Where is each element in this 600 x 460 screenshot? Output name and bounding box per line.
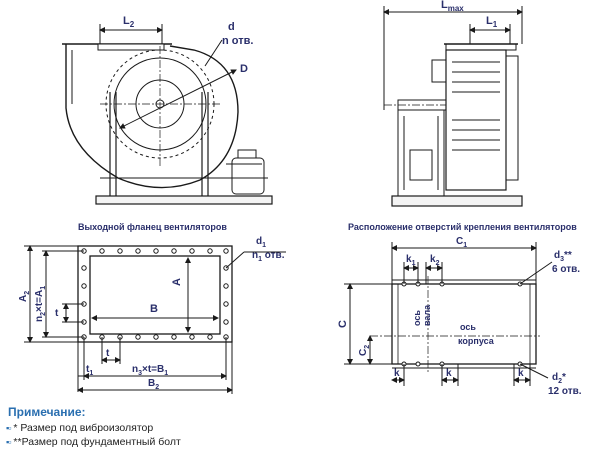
mounting-base-plan bbox=[344, 242, 553, 386]
caption-outlet-flange: Выходной фланец вентиляторов bbox=[78, 222, 227, 232]
label-12-holes: 12 отв. bbox=[548, 386, 582, 397]
note-line-1: * Размер под виброизолятор bbox=[13, 422, 154, 434]
note-vibration-isolator: ▪▫* Размер под виброизолятор bbox=[6, 422, 153, 434]
label-axis-body-1: ось bbox=[460, 322, 476, 332]
label-n-holes: n отв. bbox=[222, 35, 253, 47]
label-k-b: k bbox=[446, 368, 452, 379]
label-t-left: t bbox=[55, 308, 59, 319]
caption-mounting-holes: Расположение отверстий крепления вентиля… bbox=[348, 222, 577, 232]
bullet-icon: ▪▫ bbox=[6, 423, 11, 433]
note-line-2: **Размер под фундаментный болт bbox=[13, 436, 181, 448]
label-n1-holes: n1 отв. bbox=[252, 250, 285, 263]
flange-plan-view bbox=[24, 245, 286, 394]
label-D: D bbox=[240, 63, 248, 75]
label-d: d bbox=[228, 21, 235, 33]
label-L1: L1 bbox=[486, 15, 498, 29]
bullet-icon: ▪▫ bbox=[6, 437, 11, 447]
label-B2: B2 bbox=[148, 378, 159, 391]
label-C2: C2 bbox=[358, 345, 371, 356]
notes-title: Примечание: bbox=[8, 405, 86, 419]
label-k2: k2 bbox=[430, 254, 440, 267]
label-axis-valve-2: вала bbox=[422, 304, 432, 326]
fan-side-view bbox=[62, 24, 273, 205]
label-d3: d3** bbox=[554, 250, 572, 263]
label-L2: L2 bbox=[123, 15, 135, 29]
note-foundation-bolt: ▪▫**Размер под фундаментный болт bbox=[6, 436, 181, 448]
label-A: A bbox=[171, 278, 183, 286]
label-C: C bbox=[337, 320, 349, 328]
label-t1: t1 bbox=[86, 364, 93, 377]
label-Lmax: Lmax bbox=[441, 0, 464, 13]
fan-front-view bbox=[383, 6, 523, 207]
label-d1: d1 bbox=[256, 236, 266, 249]
label-k1: k1 bbox=[406, 254, 416, 267]
label-t-bottom: t bbox=[106, 348, 110, 359]
label-axis-valve-1: ось bbox=[412, 310, 422, 326]
label-k-a: k bbox=[394, 368, 400, 379]
label-B: B bbox=[150, 303, 158, 315]
label-C1: C1 bbox=[456, 236, 467, 249]
label-d2: d2* bbox=[552, 372, 566, 385]
label-A2: A2 bbox=[18, 291, 31, 302]
label-axis-body-2: корпуса bbox=[458, 336, 495, 346]
label-n2-t-A1: n2×t=A1 bbox=[34, 286, 47, 322]
label-n3-t-B1: n3×t=B1 bbox=[132, 364, 168, 377]
label-6-holes: 6 отв. bbox=[552, 264, 580, 275]
label-k-c: k bbox=[518, 368, 524, 379]
